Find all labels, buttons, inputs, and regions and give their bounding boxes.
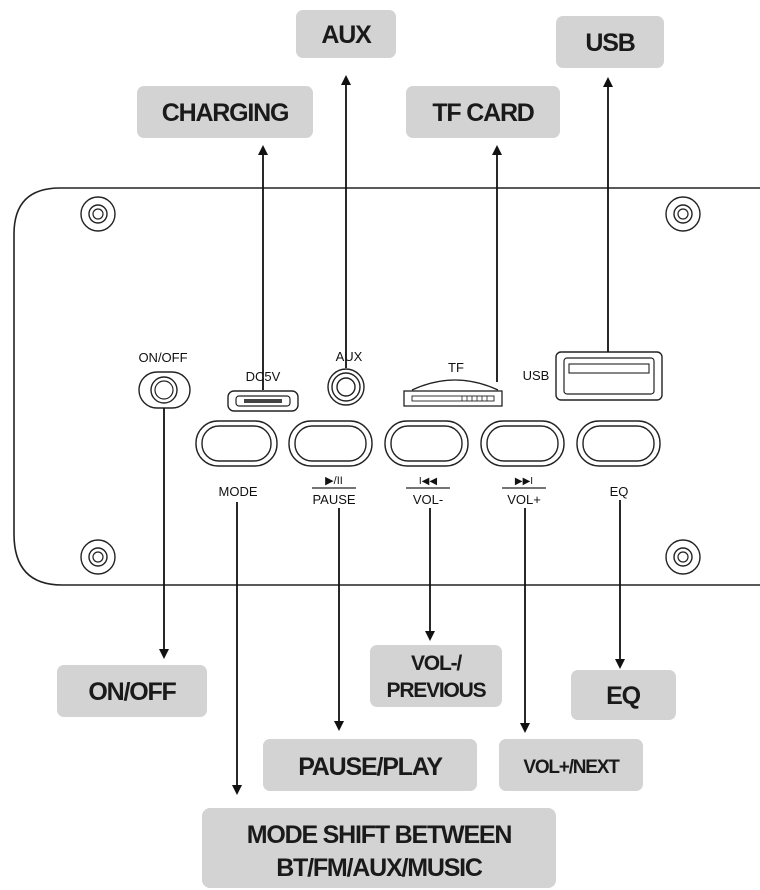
- dc5v-charging-port: [227, 390, 299, 412]
- callout-vol-previous-line2: PREVIOUS: [387, 679, 487, 702]
- callout-mode: MODE SHIFT BETWEEN BT/FM/AUX/MUSIC: [202, 808, 556, 888]
- vol-plus-next-button[interactable]: [480, 420, 565, 467]
- callout-pause-play-text: PAUSE/PLAY: [298, 753, 443, 781]
- callout-eq-text: EQ: [606, 682, 640, 710]
- callout-usb: USB: [556, 16, 664, 68]
- callout-charging: CHARGING: [137, 86, 313, 138]
- aux-panel-label: AUX: [336, 349, 363, 364]
- tf-panel-label: TF: [448, 360, 464, 375]
- callout-vol-previous: VOL-/ PREVIOUS: [370, 645, 502, 707]
- next-icon: ▶▶I: [515, 476, 533, 487]
- mode-button[interactable]: [195, 420, 278, 467]
- eq-button-label: EQ: [610, 484, 629, 499]
- screw-hole-top-left: [80, 196, 116, 232]
- callout-usb-text: USB: [585, 29, 634, 57]
- vol-minus-previous-button[interactable]: [384, 420, 469, 467]
- callout-vol-previous-line1: VOL-/: [411, 652, 462, 675]
- play-pause-icon: ▶/II: [325, 475, 343, 487]
- callout-tf-card-text: TF CARD: [432, 99, 533, 127]
- callout-mode-line2: BT/FM/AUX/MUSIC: [276, 854, 483, 882]
- screw-hole-bottom-left: [80, 539, 116, 575]
- screw-hole-bottom-right: [665, 539, 701, 575]
- vol-plus-label: VOL+: [507, 492, 541, 507]
- callout-aux: AUX: [296, 10, 396, 58]
- callout-onoff-text: ON/OFF: [88, 678, 176, 706]
- callout-onoff: ON/OFF: [57, 665, 207, 717]
- previous-icon: I◀◀: [419, 476, 437, 487]
- callout-pause-play: PAUSE/PLAY: [263, 739, 477, 791]
- tf-card-slot: [403, 379, 503, 407]
- usb-panel-label: USB: [523, 368, 550, 383]
- pause-play-button[interactable]: [288, 420, 373, 467]
- callout-eq: EQ: [571, 670, 676, 720]
- pause-button-label: PAUSE: [312, 492, 355, 507]
- mode-button-label: MODE: [219, 484, 258, 499]
- onoff-switch[interactable]: [138, 371, 191, 409]
- aux-jack: [327, 368, 365, 406]
- callout-aux-text: AUX: [321, 21, 372, 49]
- callout-vol-next-text: VOL+/NEXT: [523, 757, 620, 778]
- onoff-panel-label: ON/OFF: [138, 350, 187, 365]
- eq-button[interactable]: [576, 420, 661, 467]
- vol-minus-label: VOL-: [413, 492, 443, 507]
- panel-outline: [13, 187, 760, 586]
- screw-hole-top-right: [665, 196, 701, 232]
- callout-mode-line1: MODE SHIFT BETWEEN: [247, 821, 512, 849]
- usb-port: [555, 351, 663, 401]
- callout-vol-next: VOL+/NEXT: [499, 739, 643, 791]
- callout-tf-card: TF CARD: [406, 86, 560, 138]
- callout-charging-text: CHARGING: [162, 99, 289, 127]
